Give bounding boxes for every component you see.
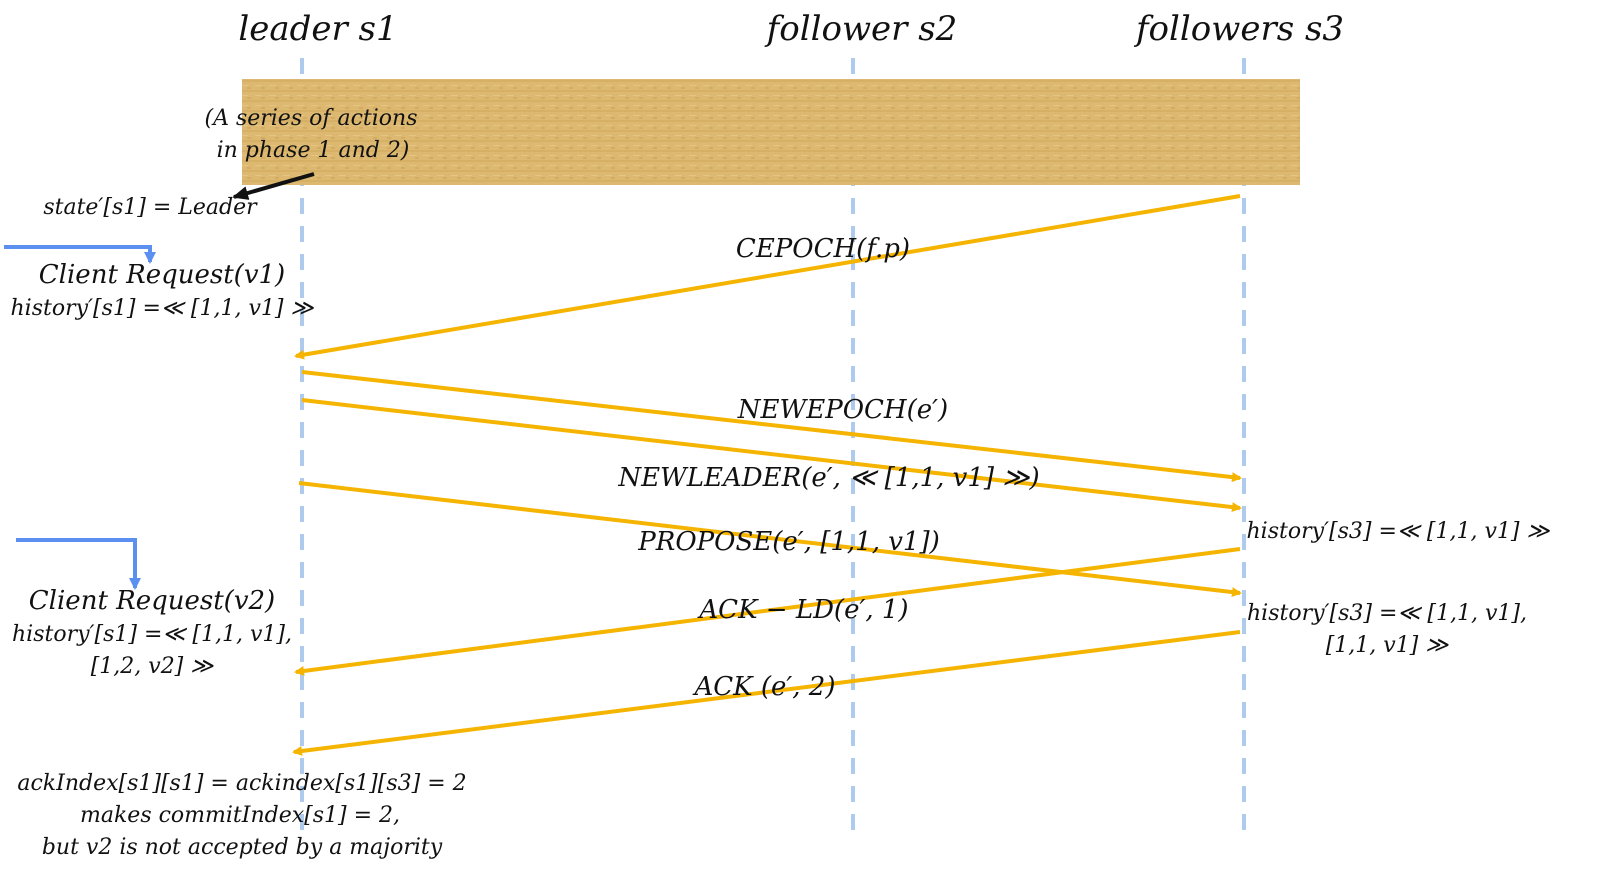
client-request-2-arrow bbox=[16, 538, 141, 590]
history-s1-note-2a: history′[s1] =≪ [1,1, v1], bbox=[12, 622, 292, 647]
participant-follower-s2: follower s2 bbox=[764, 9, 958, 49]
propose-arrow bbox=[298, 481, 1242, 598]
newleader-arrow bbox=[301, 398, 1242, 513]
client-request-2: Client Request(v2) bbox=[29, 586, 275, 616]
phase-1-2-box bbox=[242, 79, 1300, 185]
newepoch-label: NEWEPOCH(e′) bbox=[737, 395, 948, 425]
history-s3-note-2a: history′[s3] =≪ [1,1, v1], bbox=[1247, 601, 1527, 626]
majority-note: but v2 is not accepted by a majority bbox=[42, 835, 443, 860]
phase-box-line-2: in phase 1 and 2) bbox=[217, 138, 410, 163]
ack-arrow bbox=[292, 630, 1241, 756]
client-request-1: Client Request(v1) bbox=[39, 260, 285, 290]
ack-label: ACK (e′, 2) bbox=[692, 672, 835, 702]
ack-ld-arrow bbox=[294, 547, 1241, 676]
history-s3-note-1: history′[s3] =≪ [1,1, v1] ≫ bbox=[1246, 519, 1550, 544]
newleader-label: NEWLEADER(e′, ≪ [1,1, v1] ≫) bbox=[617, 463, 1039, 493]
state-leader-note: state′[s1] = Leader bbox=[43, 195, 258, 220]
phase-pointer-arrow bbox=[232, 172, 315, 200]
commit-index-note: makes commitIndex[s1] = 2, bbox=[80, 803, 400, 828]
history-s3-note-2b: [1,1, v1] ≫ bbox=[1326, 633, 1450, 658]
history-s1-note-1: history′[s1] =≪ [1,1, v1] ≫ bbox=[10, 296, 314, 321]
client-request-1-arrow bbox=[4, 245, 156, 264]
phase-box-line-1: (A series of actions bbox=[204, 106, 417, 131]
participant-followers-s3: followers s3 bbox=[1133, 9, 1344, 49]
newepoch-arrow bbox=[301, 370, 1242, 483]
cepoch-arrow bbox=[294, 194, 1241, 360]
ack-ld-label: ACK − LD(e′, 1) bbox=[697, 595, 908, 625]
cepoch-label: CEPOCH(f.p) bbox=[736, 234, 910, 264]
ack-index-note: ackIndex[s1][s1] = ackindex[s1][s3] = 2 bbox=[17, 771, 466, 796]
participant-leader-s1: leader s1 bbox=[238, 9, 397, 49]
history-s1-note-2b: [1,2, v2] ≫ bbox=[91, 654, 215, 679]
propose-label: PROPOSE(e′, [1,1, v1]) bbox=[637, 527, 940, 557]
